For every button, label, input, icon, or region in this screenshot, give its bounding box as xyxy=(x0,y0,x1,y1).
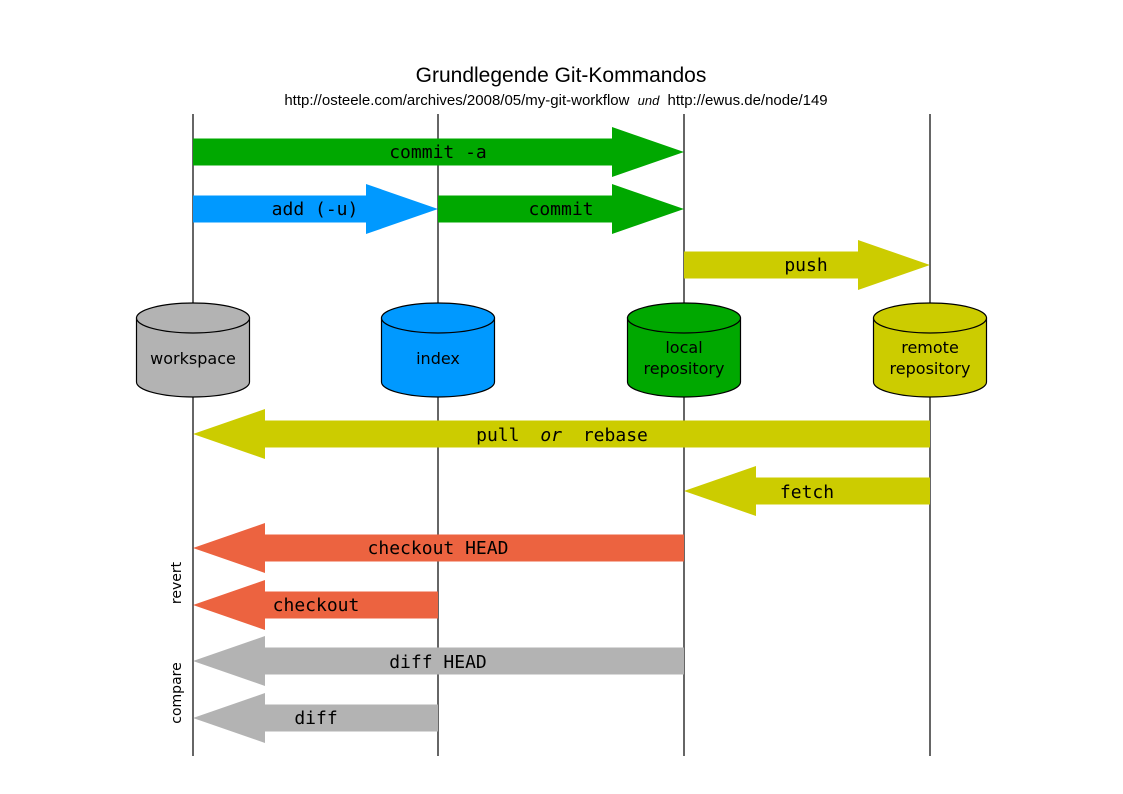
arrow-pull-rebase[interactable] xyxy=(193,409,930,459)
cylinder-body xyxy=(872,317,988,398)
label-fetch: fetch xyxy=(780,482,834,503)
label-push: push xyxy=(784,255,827,276)
diagram-title: Grundlegende Git-Kommandos xyxy=(416,64,707,87)
store-label-workspace: workspace xyxy=(150,349,236,368)
label-pull-rebase: pull or rebase xyxy=(476,425,648,446)
label-diff: diff xyxy=(294,708,337,729)
store-local-repository[interactable]: local repository xyxy=(626,302,742,398)
label-checkout: checkout xyxy=(273,595,360,616)
store-workspace[interactable]: workspace xyxy=(135,302,251,398)
store-index[interactable]: index xyxy=(380,302,496,398)
store-label-index: index xyxy=(416,349,460,368)
group-label-compare: compare xyxy=(169,662,185,723)
cylinder-body xyxy=(380,317,496,398)
subtitle-conjunction: und xyxy=(638,93,660,108)
arrow-checkout-head[interactable] xyxy=(193,523,684,573)
label-diff-head: diff HEAD xyxy=(389,652,487,673)
cylinder-body xyxy=(135,317,251,398)
label-commit-a: commit -a xyxy=(389,142,487,163)
label-add: add (-u) xyxy=(272,199,359,220)
command-labels: commit -a add (-u) commit push pull or r… xyxy=(272,142,834,729)
store-label-remote-line2: repository xyxy=(890,359,971,378)
arrow-commit[interactable] xyxy=(438,184,684,234)
arrow-commit-a[interactable] xyxy=(193,127,684,177)
label-or: or xyxy=(540,425,562,446)
label-rebase: rebase xyxy=(583,425,648,446)
cylinder-top xyxy=(626,302,742,334)
arrow-fetch[interactable] xyxy=(684,466,930,516)
cylinder-top xyxy=(872,302,988,334)
arrow-push[interactable] xyxy=(684,240,930,290)
label-commit: commit xyxy=(528,199,593,220)
store-label-remote-line1: remote xyxy=(901,338,959,357)
command-arrows xyxy=(193,127,930,743)
stores: workspace index local repository remote … xyxy=(135,302,988,398)
source-link-osteele[interactable]: http://osteele.com/archives/2008/05/my-g… xyxy=(284,92,629,109)
cylinder-top xyxy=(135,302,251,334)
store-remote-repository[interactable]: remote repository xyxy=(872,302,988,398)
label-pull: pull xyxy=(476,425,519,446)
source-link-ewus[interactable]: http://ewus.de/node/149 xyxy=(668,92,828,109)
label-checkout-head: checkout HEAD xyxy=(368,538,509,559)
store-label-local-line1: local xyxy=(665,338,702,357)
arrow-diff-head[interactable] xyxy=(193,636,684,686)
arrow-diff[interactable] xyxy=(193,693,438,743)
group-label-revert: revert xyxy=(169,561,185,604)
arrow-add[interactable] xyxy=(193,184,438,234)
cylinder-body xyxy=(626,317,742,398)
arrow-checkout[interactable] xyxy=(193,580,438,630)
diagram-subtitle: http://osteele.com/archives/2008/05/my-g… xyxy=(284,92,827,109)
cylinder-top xyxy=(380,302,496,334)
store-label-local-line2: repository xyxy=(644,359,725,378)
